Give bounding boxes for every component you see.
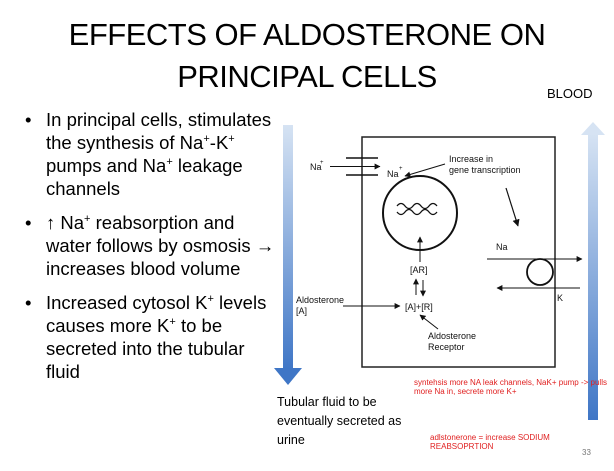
plus-sign: +: [320, 160, 324, 166]
dna-icon: [396, 202, 438, 216]
ar-complex-label: [A]+[R]: [405, 302, 433, 312]
na-outside-label: Na: [310, 162, 322, 172]
superscript: +: [84, 212, 91, 225]
title-line-1: EFFECTS OF ALDOSTERONE ON: [68, 17, 546, 52]
bullet-item: • Increased cytosol K+ levels causes mor…: [22, 291, 277, 383]
handwritten-note-2: adlstonerone = increase SODIUM REABSOPRT…: [430, 433, 550, 451]
receptor-pointer-arrow: [419, 314, 439, 330]
tubular-fluid-caption: Tubular fluid to be eventually secreted …: [277, 395, 402, 447]
bullet-text: pumps and Na: [46, 155, 167, 176]
blood-label: BLOOD: [547, 86, 593, 101]
bullet-text: In principal cells, stimulates the synth…: [46, 109, 272, 153]
aldosterone-label-line1: Aldosterone: [296, 295, 344, 305]
pump-na-label: Na: [496, 242, 508, 252]
slide-number: 33: [582, 448, 591, 457]
title-line-2: PRINCIPAL CELLS: [177, 59, 437, 94]
gene-to-pump-arrow: [505, 187, 520, 227]
bullet-marker: •: [25, 292, 32, 313]
bullet-text: to be secreted into the tubular fluid: [46, 315, 245, 382]
bullet-text: reabsorption and water follows by osmosi…: [46, 212, 275, 279]
na-inside-label: Na: [387, 169, 399, 179]
superscript: +: [228, 132, 235, 145]
bullet-text: Increased cytosol K: [46, 292, 208, 313]
ar-label: [AR]: [410, 265, 428, 275]
bullet-list: • In principal cells, stimulates the syn…: [22, 108, 277, 394]
increase-transcription-line1: Increase in: [449, 154, 493, 164]
superscript: +: [207, 292, 214, 305]
na-k-pump: [526, 258, 554, 286]
slide-title: EFFECTS OF ALDOSTERONE ON PRINCIPAL CELL…: [0, 14, 614, 98]
bullet-item: • ↑ Na+ reabsorption and water follows b…: [22, 211, 277, 280]
bullet-text: -K: [209, 132, 229, 153]
receptor-label-line1: Aldosterone: [428, 331, 476, 341]
superscript: +: [203, 132, 210, 145]
bullet-text: levels causes more K: [46, 292, 267, 336]
aldosterone-label-line2: [A]: [296, 306, 307, 316]
bullet-marker: •: [25, 212, 32, 233]
superscript: +: [169, 315, 176, 328]
transcription-arrow: [404, 163, 446, 178]
increase-transcription-line2: gene transcription: [449, 165, 521, 175]
plus-sign: +: [399, 166, 403, 172]
bullet-marker: •: [25, 109, 32, 130]
tubular-flow-arrow: [274, 125, 302, 385]
bullet-text: leakage channels: [46, 155, 243, 199]
pump-k-label: K: [557, 293, 563, 303]
bullet-text: ↑ Na: [46, 212, 85, 233]
receptor-label-line2: Receptor: [428, 342, 465, 352]
blood-flow-arrow: [581, 122, 605, 420]
bullet-item: • In principal cells, stimulates the syn…: [22, 108, 277, 200]
equilibrium-arrows: [413, 278, 426, 297]
handwritten-note-1: syntehsis more NA leak channels, NaK+ pu…: [414, 378, 607, 396]
superscript: +: [166, 155, 173, 168]
principal-cell-outline: [361, 136, 556, 368]
na-leak-channel: [330, 157, 381, 176]
